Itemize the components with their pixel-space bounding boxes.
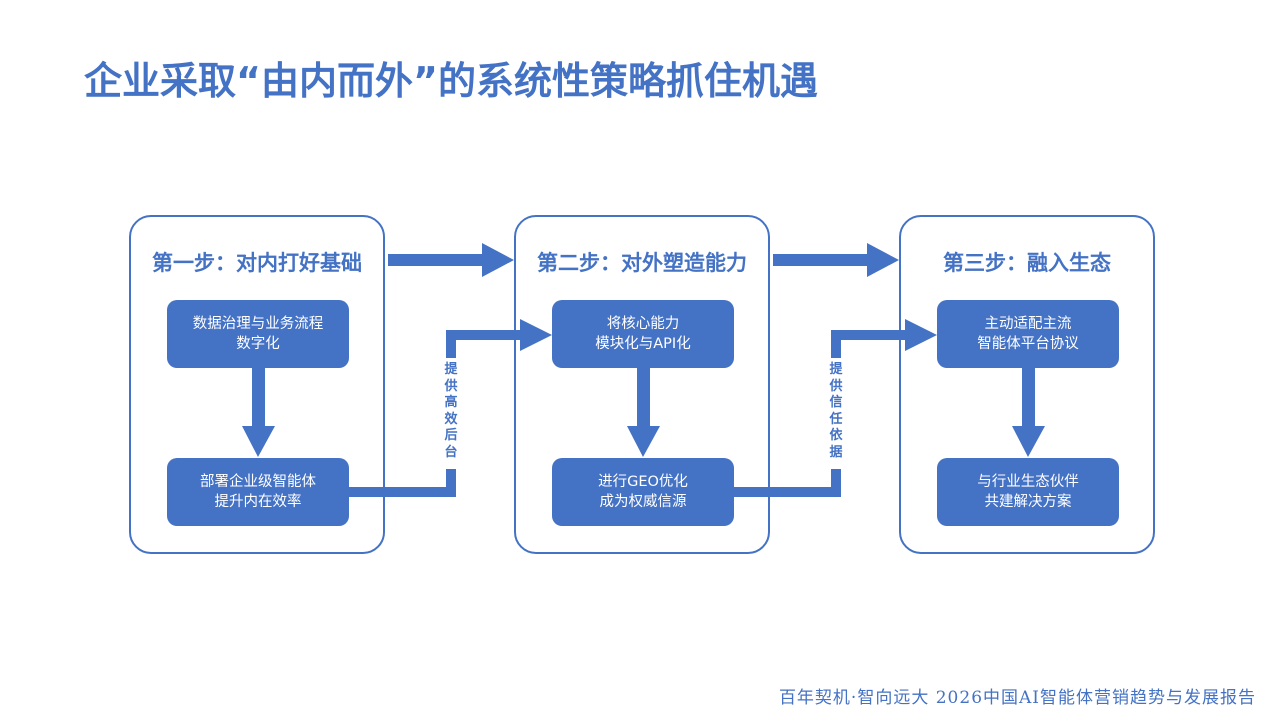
step-1-panel: 第一步：对内打好基础 xyxy=(129,215,385,554)
node-line: 成为权威信源 xyxy=(599,494,687,510)
step-1-node-2[interactable]: 部署企业级智能体 提升内在效率 xyxy=(167,458,349,526)
node-line: 智能体平台协议 xyxy=(977,336,1079,352)
step-3-panel: 第三步：融入生态 xyxy=(899,215,1155,554)
step-2-title: 第二步：对外塑造能力 xyxy=(537,251,747,275)
connector-label-2: 提供信任依据 xyxy=(829,362,843,460)
step-2-node-2[interactable]: 进行GEO优化 成为权威信源 xyxy=(552,458,734,526)
node-line: 模块化与API化 xyxy=(595,336,691,352)
node-line: 与行业生态伙伴 xyxy=(977,474,1079,490)
node-line: 主动适配主流 xyxy=(984,316,1072,332)
arrow-step2-to-step3 xyxy=(773,243,899,277)
node-line: 共建解决方案 xyxy=(984,494,1072,510)
step-2-node-1[interactable]: 将核心能力 模块化与API化 xyxy=(552,300,734,368)
page-title: 企业采取“由内而外”的系统性策略抓住机遇 xyxy=(84,59,818,103)
node-line: 数据治理与业务流程 xyxy=(192,316,324,332)
node-line: 数字化 xyxy=(236,336,280,352)
step-2-panel: 第二步：对外塑造能力 xyxy=(514,215,770,554)
step-1-title: 第一步：对内打好基础 xyxy=(152,251,362,275)
step-1-node-1[interactable]: 数据治理与业务流程 数字化 xyxy=(167,300,349,368)
step-3-node-1[interactable]: 主动适配主流 智能体平台协议 xyxy=(937,300,1119,368)
connector-label-1: 提供高效后台 xyxy=(444,362,458,460)
footer-report-title: 百年契机·智向远大 2026中国AI智能体营销趋势与发展报告 xyxy=(778,688,1256,708)
step-3-node-2[interactable]: 与行业生态伙伴 共建解决方案 xyxy=(937,458,1119,526)
arrow-step1-to-step2 xyxy=(388,243,514,277)
step-3-title: 第三步：融入生态 xyxy=(943,251,1111,275)
node-line: 将核心能力 xyxy=(606,316,680,332)
node-line: 部署企业级智能体 xyxy=(200,474,316,490)
node-line: 进行GEO优化 xyxy=(598,474,688,490)
node-line: 提升内在效率 xyxy=(214,494,302,510)
